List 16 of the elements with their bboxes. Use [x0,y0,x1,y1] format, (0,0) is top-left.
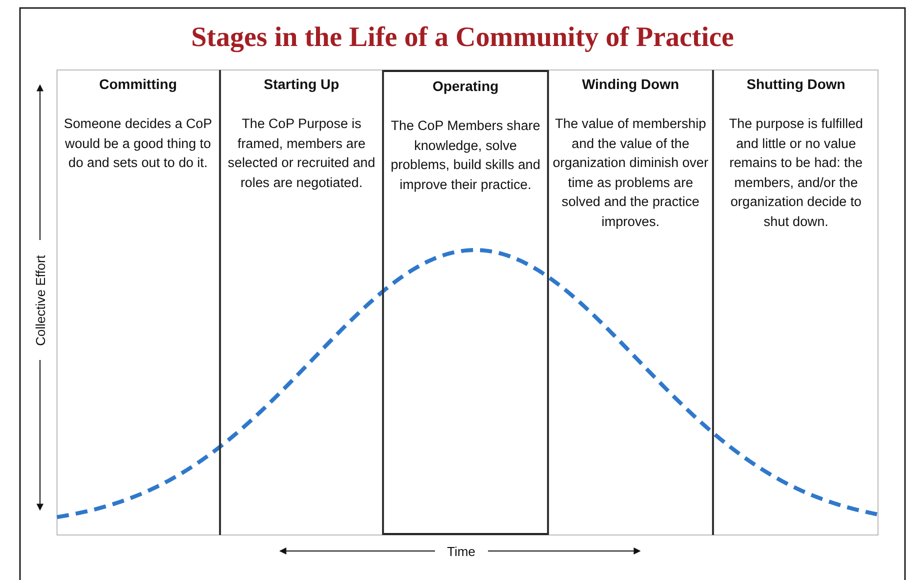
axis-label: Collective Effort [32,254,48,346]
stage-description: The CoP Members share knowledge, solve problems, build skills and improve their practice. [390,117,542,194]
stage-column [548,70,713,535]
stage-heading: Operating [431,78,500,94]
stage-description: The CoP Purpose is framed, members are selected or recruited and roles are negotiated. [226,115,376,192]
stage-description: Someone decides a CoP would be a good thing to do and sets out to do it. [62,115,214,172]
stage-heading: Winding Down [580,76,680,92]
title: Stages in the Life of a Community of Practice [190,22,735,54]
stage-description: The value of membership and the value of the organization diminish over time as problems are solved and the practice improves. [552,115,709,231]
stage-heading: Committing [98,76,178,92]
axis-label: Time [447,544,476,558]
stage-column [383,70,548,535]
stage-column [220,70,383,535]
stage-heading: Shutting Down [746,76,846,92]
stage-heading: Starting Up [262,76,340,92]
stage-description: The purpose is fulfilled and little or no value remains to be had: the members, and/or the organization decide to shut down. [728,115,864,230]
